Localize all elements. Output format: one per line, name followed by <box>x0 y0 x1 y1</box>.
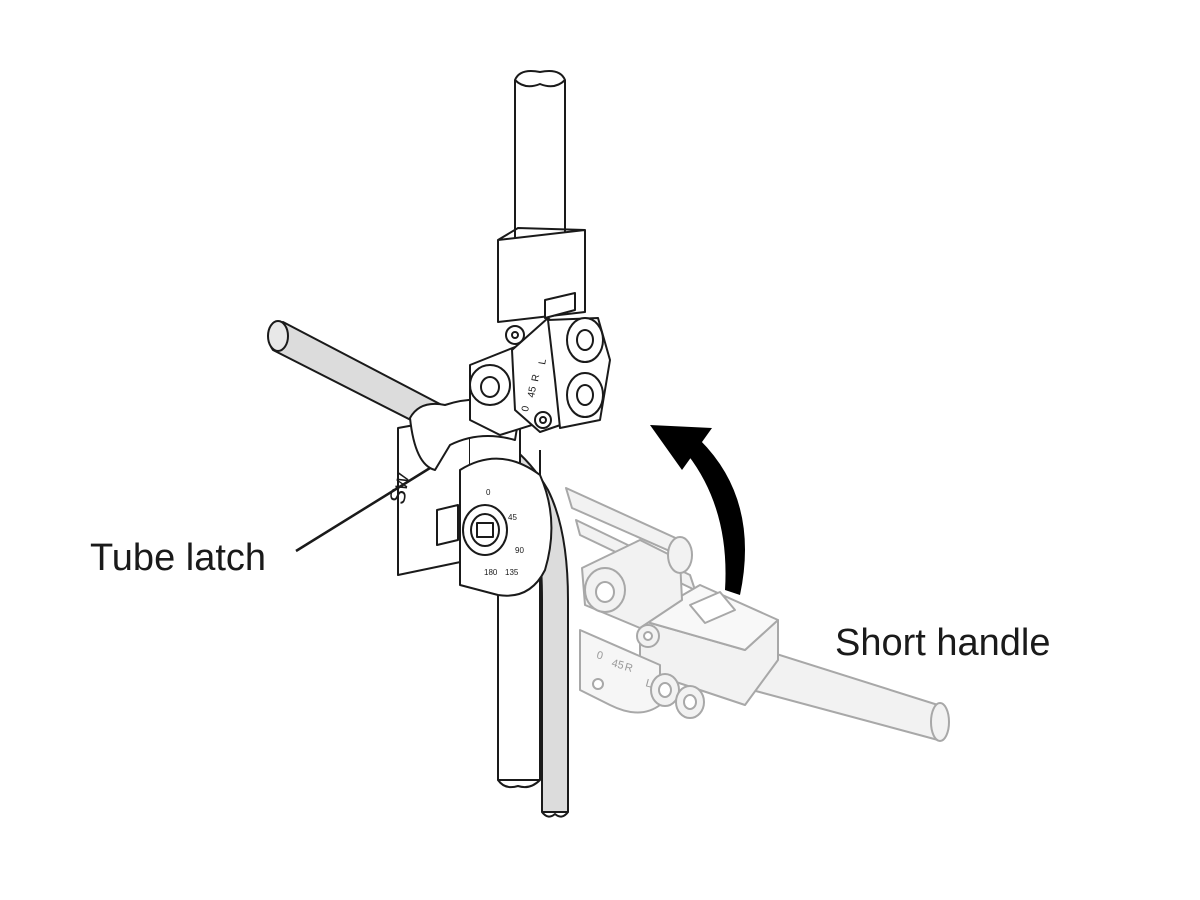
upper-scale-l: L <box>537 358 549 366</box>
curved-arrow-up-icon <box>650 425 745 595</box>
short-handle-label: Short handle <box>835 622 1051 664</box>
ghost-scale-l: L <box>644 677 653 690</box>
bender-body <box>397 317 611 597</box>
dial-mark-135: 135 <box>505 568 519 577</box>
upper-scale-45: 45 <box>526 385 539 398</box>
dial-mark-0: 0 <box>486 488 491 497</box>
tube-latch-leader <box>295 466 431 553</box>
ghost-scale-r: R <box>623 661 634 675</box>
upper-scale-r: R <box>530 373 542 382</box>
dial-mark-45: 45 <box>508 513 517 522</box>
ghost-scale-labels: 0 45 R L <box>595 649 653 690</box>
dial-mark-180: 180 <box>484 568 498 577</box>
ghost-scale-0: 0 <box>595 649 604 662</box>
dial-mark-90: 90 <box>515 546 524 555</box>
tube-latch-label: Tube latch <box>90 537 267 579</box>
upper-scale-0: 0 <box>520 405 532 413</box>
upper-scale-labels: 0 45 R L <box>520 358 549 413</box>
dial-scale-labels: 0 45 90 135 180 <box>484 488 524 577</box>
short-handle-ghost <box>565 487 950 742</box>
ghost-scale-45: 45 <box>610 657 625 672</box>
